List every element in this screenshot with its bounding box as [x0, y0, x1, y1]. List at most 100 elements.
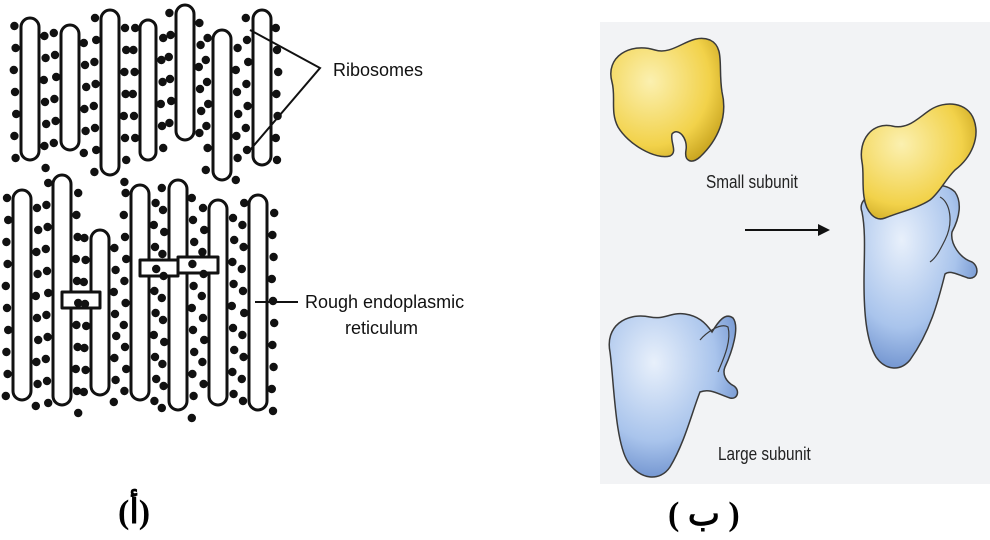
- ribosome-dot: [33, 270, 41, 278]
- ribosome-dot: [243, 36, 251, 44]
- ribosome-dot: [111, 310, 119, 318]
- ribosome-dot: [240, 309, 248, 317]
- ribosome-dot: [230, 346, 238, 354]
- ribosome-dot: [120, 112, 128, 120]
- ribosome-dot: [120, 387, 128, 395]
- ribosome-dot: [92, 36, 100, 44]
- ribosome-dot: [90, 168, 98, 176]
- ribosome-dot: [233, 44, 241, 52]
- ribosome-dot: [272, 134, 280, 142]
- ribosome-dot: [81, 256, 89, 264]
- ribosome-dot: [232, 132, 240, 140]
- ribosome-dot: [120, 277, 128, 285]
- ribosome-dot: [3, 304, 11, 312]
- ribosomes-label: Ribosomes: [333, 60, 423, 81]
- ribosome-dot: [121, 343, 129, 351]
- ribosome-dot: [111, 376, 119, 384]
- rer-label-line2: reticulum: [345, 318, 418, 339]
- ribosome-dot: [243, 102, 251, 110]
- ribosome-dot: [33, 204, 41, 212]
- ribosome-dot: [160, 338, 168, 346]
- ribosome-dot: [80, 105, 88, 113]
- er-cisterna: [176, 5, 194, 140]
- ribosome-dot: [269, 253, 277, 261]
- ribosome-dot: [238, 265, 246, 273]
- ribosome-dot: [229, 324, 237, 332]
- ribosome-dot: [111, 266, 119, 274]
- ribosome-dot: [120, 321, 128, 329]
- ribosome-dot: [158, 294, 166, 302]
- ribosome-dot: [74, 189, 82, 197]
- ribosome-dot: [10, 66, 18, 74]
- large-subunit-label: Large subunit: [718, 444, 811, 465]
- ribosome-dot: [272, 90, 280, 98]
- ribosome-dot: [151, 243, 159, 251]
- ribosome-dot: [81, 61, 89, 69]
- ribosome-dot: [34, 336, 42, 344]
- ribosome-dot: [3, 370, 11, 378]
- ribosome-dot: [80, 234, 88, 242]
- ribosome-dot: [159, 272, 167, 280]
- ribosome-dot: [122, 255, 130, 263]
- ribosome-dot: [233, 88, 241, 96]
- ribosome-dot: [242, 14, 250, 22]
- ribosome-dot: [33, 314, 41, 322]
- ribosome-dot: [159, 382, 167, 390]
- ribosome-dot: [232, 176, 240, 184]
- ribosome-dot: [188, 370, 196, 378]
- ribosome-dot: [158, 78, 166, 86]
- rough-er-diagram: Ribosomes Rough endoplasmic reticulum: [0, 0, 480, 470]
- ribosome-dot: [33, 380, 41, 388]
- ribosome-dot: [112, 332, 120, 340]
- er-cisterna: [131, 185, 149, 400]
- ribosome-dot: [11, 88, 19, 96]
- ribosome-dot: [151, 309, 159, 317]
- ribosome-dot: [3, 260, 11, 268]
- ribosome-dot: [43, 377, 51, 385]
- ribosome-dot: [4, 326, 12, 334]
- ribosome-dot: [158, 184, 166, 192]
- ribosome-dot: [82, 83, 90, 91]
- ribosome-dot: [81, 127, 89, 135]
- ribosome-dot: [110, 398, 118, 406]
- ribosome-dot: [42, 201, 50, 209]
- ribosome-dot: [158, 404, 166, 412]
- ribosome-dot: [43, 223, 51, 231]
- ribosome-dot: [110, 288, 118, 296]
- caption-b: ( ب ): [668, 494, 740, 534]
- ribosome-dot: [229, 390, 237, 398]
- rer-label-line1: Rough endoplasmic: [305, 292, 464, 313]
- ribosome-dot: [80, 278, 88, 286]
- ribosome-dot: [11, 44, 19, 52]
- ribosome-dot: [152, 375, 160, 383]
- ribosome-dot: [197, 107, 205, 115]
- ribosome-dot: [228, 258, 236, 266]
- ribosome-dot: [228, 368, 236, 376]
- ribosome-dot: [80, 39, 88, 47]
- ribosome-dot: [157, 56, 165, 64]
- ribosome-dot: [166, 75, 174, 83]
- ribosome-dot: [32, 402, 40, 410]
- ribosome-dot: [42, 120, 50, 128]
- ribosome-dot: [130, 112, 138, 120]
- ribosome-dot: [51, 117, 59, 125]
- ribosome-dot: [234, 110, 242, 118]
- ribosome-dot: [74, 409, 82, 417]
- ribosome-dot: [188, 260, 196, 268]
- ribosome-dot: [202, 56, 210, 64]
- ribosome-dot: [165, 9, 173, 17]
- small-subunit-label: Small subunit: [706, 172, 798, 193]
- ribosome-dot: [269, 363, 277, 371]
- ribosome-dot: [80, 149, 88, 157]
- ribosome-dot: [196, 41, 204, 49]
- ribosome-dot: [202, 122, 210, 130]
- ribosome-dot: [91, 124, 99, 132]
- ribosome-dot: [188, 304, 196, 312]
- ribosome-dot: [199, 204, 207, 212]
- ribosome-dot: [158, 250, 166, 258]
- ribosome-dot: [189, 392, 197, 400]
- ribosome-dot: [158, 122, 166, 130]
- ribosome-dot: [199, 380, 207, 388]
- er-cisterna: [169, 180, 187, 410]
- ribosome-dot: [159, 144, 167, 152]
